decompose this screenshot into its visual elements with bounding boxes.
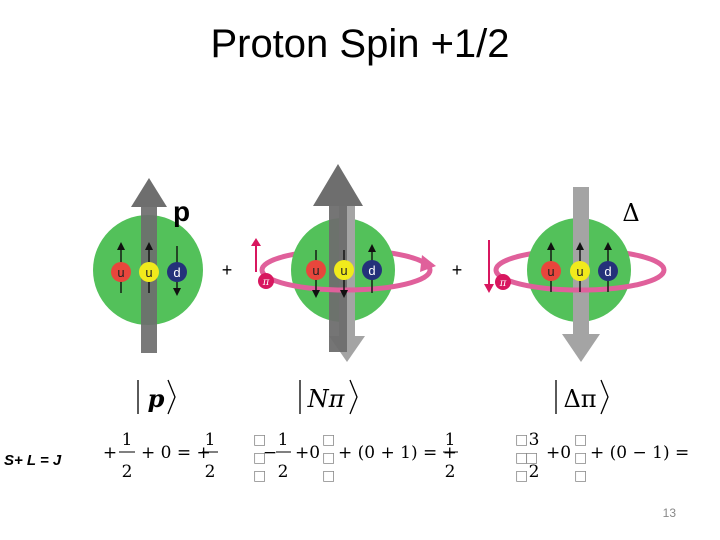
equation-proton: + 1 2 + 0 = + 1 2 [103, 430, 218, 482]
eq-denominator: 2 [445, 462, 456, 482]
eq-placeholder-glyph: □ [574, 468, 587, 484]
u-quark-label: u [547, 264, 554, 279]
d-quark-label: d [368, 263, 375, 278]
quark-spin-arrow-head [576, 242, 584, 250]
nucleon-pion-panel: π u u d [251, 164, 436, 362]
eq-placeholder-glyph: □ [574, 432, 587, 448]
u-quark-label: u [145, 265, 152, 280]
delta-pion-panel: Δ π u u d [484, 187, 667, 362]
proton-spin-arrow-head [131, 178, 167, 207]
eq-placeholder-glyph: □ [515, 468, 528, 484]
quark-spin-arrow-head [340, 290, 348, 298]
ket-delta-pi: Δπ [555, 379, 609, 415]
eq-placeholder-glyph: □ [525, 450, 538, 466]
quark-spin-arrow-head [173, 288, 181, 296]
quark-spin-arrow-head [368, 244, 376, 252]
slide-title: Proton Spin +1/2 [210, 22, 510, 66]
u-quark [139, 262, 159, 282]
eq-placeholder-glyph: □ [515, 432, 528, 448]
eq-placeholder-glyph: □ [574, 450, 587, 466]
quark-spin-arrow-head [145, 242, 153, 250]
equation-delta-pi: □ □ □ 3 □ 2 +0 □ □ □ + (0 − 1) = [515, 430, 689, 484]
u-quark-label: u [340, 263, 347, 278]
pion [495, 274, 511, 290]
quark-spin-arrow-head [312, 290, 320, 298]
eq-denominator: 2 [122, 462, 133, 482]
pion [258, 273, 274, 289]
nucleon-spin-up-head [313, 164, 363, 206]
eq-term: +0 [295, 443, 320, 463]
delta-spin-down-head [562, 334, 600, 362]
eq-placeholder-glyph: □ [253, 450, 266, 466]
proton-panel: p u u d [93, 178, 203, 353]
orbit-direction-arrow [420, 255, 436, 272]
plus-sign: + [452, 260, 463, 280]
u-quark [334, 260, 354, 280]
quark-spin-arrow-head [117, 242, 125, 250]
eq-middle: + (0 + 1) = + [338, 443, 457, 463]
pion-label: π [499, 278, 507, 289]
d-quark [167, 262, 187, 282]
eq-placeholder-glyph: □ [322, 468, 335, 484]
d-quark-label: d [173, 265, 180, 280]
ket-delta-pi-label: Δπ [563, 385, 596, 413]
u-quark [111, 262, 131, 282]
eq-placeholder-glyph: □ [322, 450, 335, 466]
delta-label: Δ [622, 199, 639, 227]
eq-sign: + [103, 443, 117, 463]
eq-denominator: 2 [205, 462, 216, 482]
eq-numerator: 1 [278, 430, 289, 450]
u-quark-label: u [117, 265, 124, 280]
eq-placeholder-glyph: □ [515, 450, 528, 466]
eq-numerator: 1 [122, 430, 133, 450]
spin-equation-label: S+ L = J [4, 452, 62, 469]
equation-n-pi: □ □ □ − 1 2 +0 □ □ □ + (0 + 1) = + 1 2 [253, 430, 458, 484]
quark-spin-arrow-head [547, 242, 555, 250]
plus-sign: + [222, 260, 233, 280]
ket-n-pi-label: Nπ [307, 385, 346, 413]
eq-placeholder-glyph: □ [253, 468, 266, 484]
d-quark-label: d [604, 264, 611, 279]
d-quark [598, 261, 618, 281]
pion-spin-arrow-head [484, 284, 494, 293]
eq-denominator: 2 [529, 462, 540, 482]
u-quark [570, 261, 590, 281]
u-quark-label: u [576, 264, 583, 279]
eq-numerator: 3 [529, 430, 540, 450]
u-quark [306, 260, 326, 280]
slide-number: 13 [662, 506, 676, 520]
ket-p-label: p [148, 384, 165, 413]
pion-spin-arrow-head [251, 238, 261, 246]
ket-p: p [137, 379, 176, 415]
u-quark-label: u [312, 263, 319, 278]
eq-numerator: 1 [205, 430, 216, 450]
quark-spin-arrow-head [604, 242, 612, 250]
d-quark [362, 260, 382, 280]
pion-label: π [262, 277, 270, 288]
eq-sign: − [263, 443, 277, 463]
eq-middle: + (0 − 1) = [590, 443, 689, 463]
u-quark [541, 261, 561, 281]
eq-term: +0 [546, 443, 571, 463]
eq-placeholder-glyph: □ [322, 432, 335, 448]
eq-numerator: 1 [445, 430, 456, 450]
eq-denominator: 2 [278, 462, 289, 482]
proton-label: p [173, 196, 190, 227]
eq-middle: + 0 = + [141, 443, 211, 463]
ket-n-pi: Nπ [299, 379, 358, 415]
eq-placeholder-glyph: □ [253, 432, 266, 448]
